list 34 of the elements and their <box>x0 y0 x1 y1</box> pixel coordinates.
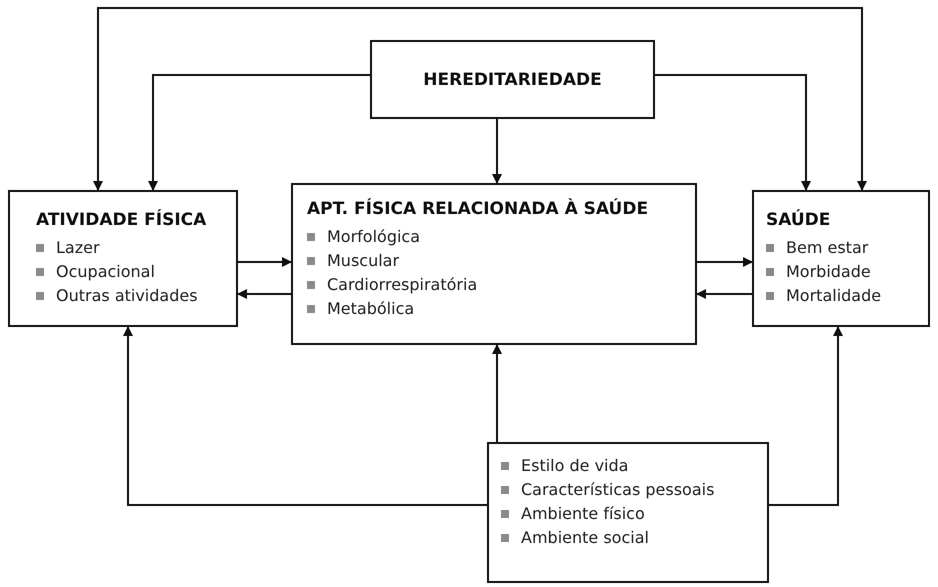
box-heading: ATIVIDADE FÍSICA <box>36 210 206 230</box>
arrow <box>237 289 291 299</box>
arrow <box>769 326 843 506</box>
bullet-item: Características pessoais <box>501 478 714 502</box>
bullet-item: Muscular <box>307 249 400 273</box>
process-box <box>487 442 769 583</box>
bullet-item: Metabólica <box>307 297 414 321</box>
bullet-item: Ambiente físico <box>501 502 645 526</box>
box-heading: APT. FÍSICA RELACIONADA À SAÚDE <box>307 199 648 219</box>
process-box <box>370 40 655 119</box>
bullet-item: Bem estar <box>766 236 868 260</box>
arrow <box>93 7 867 191</box>
box-heading: HEREDITARIEDADE <box>423 70 602 90</box>
box-heading: SAÚDE <box>766 210 830 230</box>
arrow <box>123 326 487 506</box>
arrow <box>697 257 753 267</box>
arrow <box>492 119 502 184</box>
arrow <box>238 257 292 267</box>
process-box <box>752 190 930 327</box>
bullet-item: Mortalidade <box>766 284 882 308</box>
bullet-item: Morbidade <box>766 260 871 284</box>
bullet-item: Lazer <box>36 236 100 260</box>
arrow <box>492 344 502 442</box>
arrow <box>148 74 370 191</box>
bullet-item: Morfológica <box>307 225 420 249</box>
bullet-item: Ocupacional <box>36 260 155 284</box>
process-box <box>291 183 697 345</box>
bullet-item: Cardiorrespiratória <box>307 273 478 297</box>
bullet-item: Estilo de vida <box>501 454 628 478</box>
arrow <box>655 74 811 191</box>
bullet-item: Ambiente social <box>501 526 649 550</box>
process-box <box>8 190 238 327</box>
arrow <box>696 289 752 299</box>
bullet-item: Outras atividades <box>36 284 198 308</box>
